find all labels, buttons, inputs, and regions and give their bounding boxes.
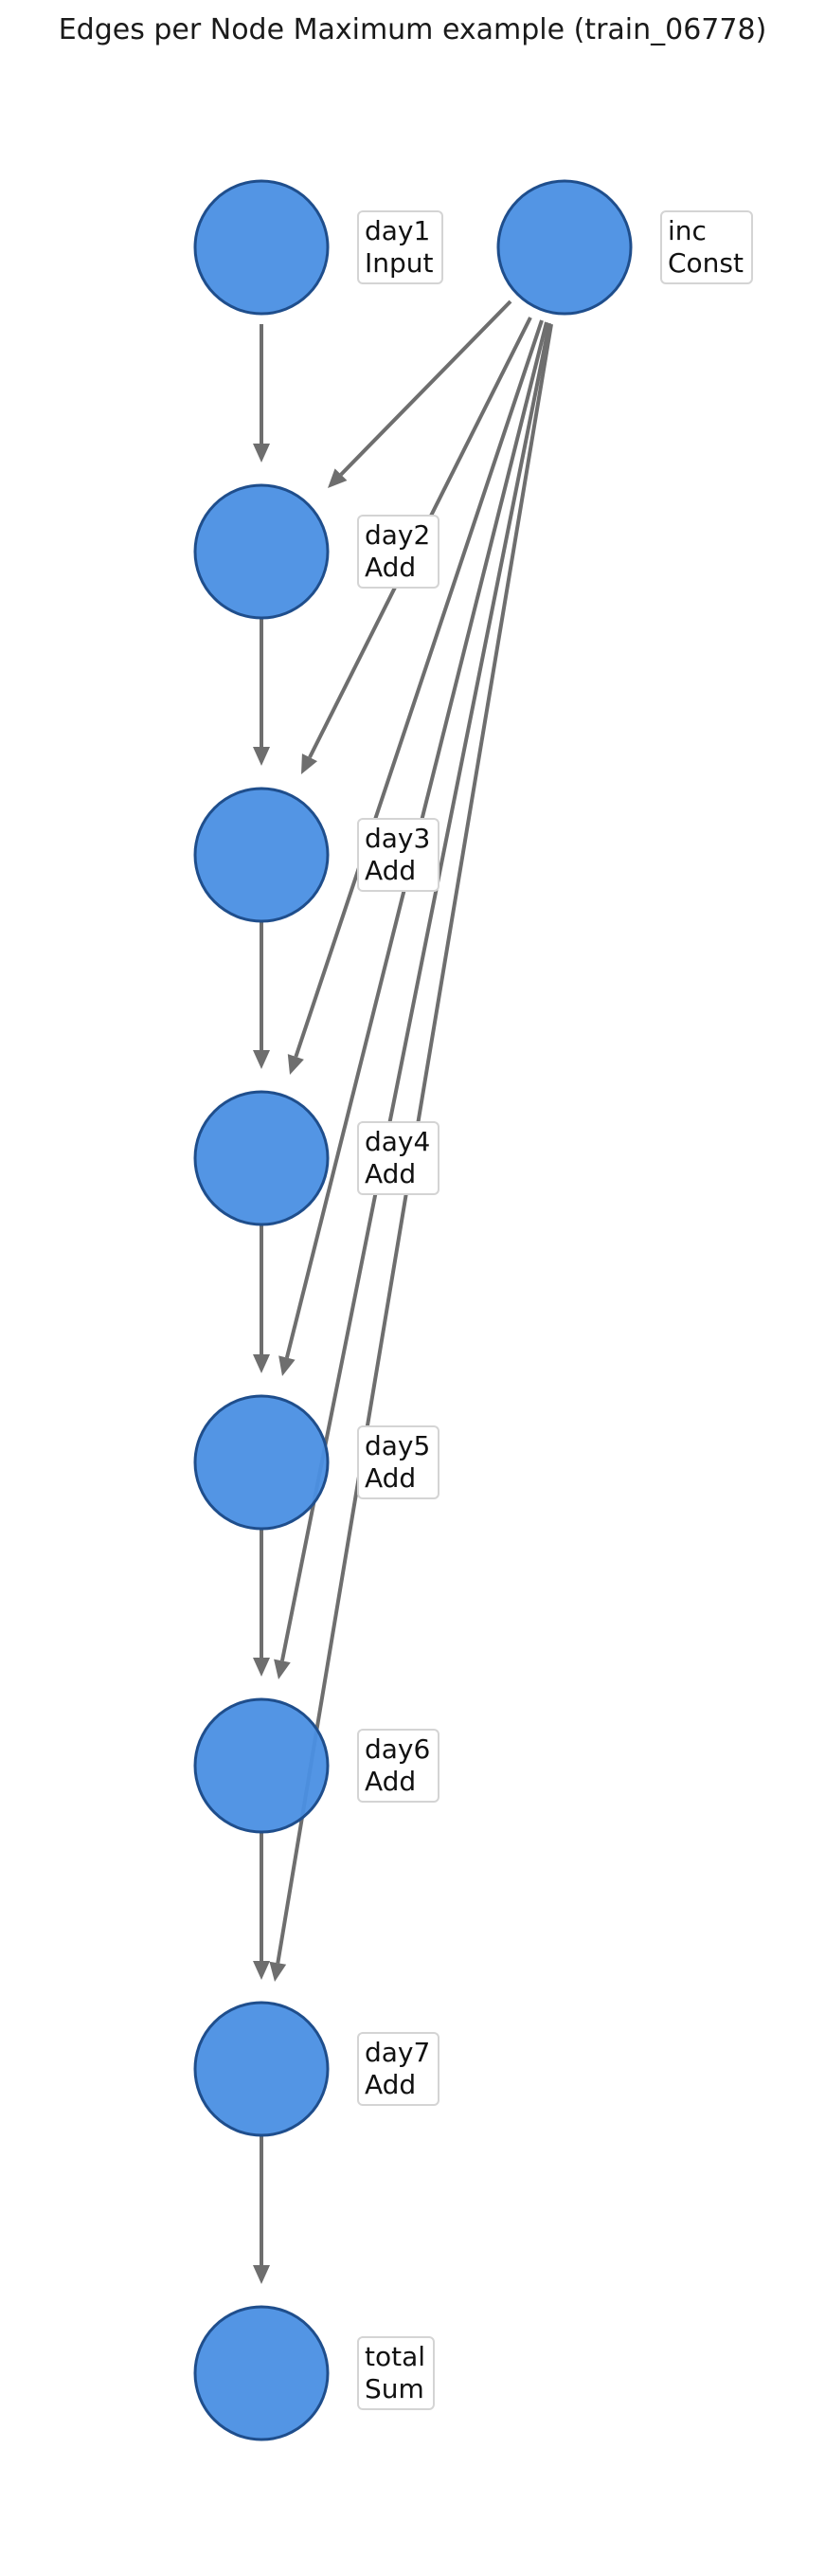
edge-arrowhead	[253, 1050, 270, 1069]
node-day4	[193, 1090, 330, 1226]
page-title: Edges per Node Maximum example (train_06…	[58, 13, 767, 46]
node-name: day7	[365, 2037, 431, 2068]
edge-inc-day6	[274, 322, 551, 1679]
edge-arrowhead	[301, 753, 318, 774]
edge-day5-day6	[253, 1529, 270, 1677]
node-day3	[193, 787, 330, 923]
node-name: day5	[365, 1430, 431, 1461]
edge-day4-day5	[253, 1225, 270, 1373]
edge-arrowhead	[269, 1961, 287, 1982]
edge-day7-total	[253, 2135, 270, 2284]
node-day2	[193, 483, 330, 620]
node-name: inc	[668, 215, 707, 246]
node-type: Add	[365, 1158, 417, 1189]
node-type: Add	[365, 855, 417, 886]
node-name: day4	[365, 1126, 431, 1157]
node-name: day1	[365, 215, 431, 246]
node-name: day3	[365, 823, 431, 854]
edge-day6-day7	[253, 1832, 270, 1980]
node-name: day2	[365, 519, 431, 551]
node-total	[193, 2305, 330, 2441]
edge-arrowhead	[274, 1659, 291, 1679]
edge-day1-day2	[253, 324, 270, 463]
edge-inc-day2	[328, 299, 512, 488]
edge-arrowhead	[287, 1054, 304, 1075]
node-name: day6	[365, 1733, 431, 1765]
edge-arrowhead	[253, 444, 270, 463]
node-type: Add	[365, 1766, 417, 1797]
node-day1	[193, 179, 330, 316]
node-name: total	[365, 2341, 426, 2372]
node-type: Sum	[365, 2373, 424, 2404]
node-day6	[193, 1697, 330, 1834]
edge-line	[294, 319, 544, 1058]
node-type: Add	[365, 2069, 417, 2100]
edge-arrowhead	[328, 468, 348, 488]
node-type: Input	[365, 247, 434, 279]
edge-arrowhead	[253, 2265, 270, 2284]
edge-arrowhead	[253, 747, 270, 766]
edge-arrowhead	[278, 1355, 296, 1376]
edge-arrowhead	[253, 1658, 270, 1677]
edge-line	[279, 322, 551, 1661]
edge-line	[339, 299, 512, 477]
edge-day3-day4	[253, 921, 270, 1069]
node-inc	[496, 179, 633, 316]
edge-day2-day3	[253, 618, 270, 766]
node-type: Add	[365, 552, 417, 583]
edges-layer	[253, 299, 553, 2284]
node-type: Add	[365, 1462, 417, 1494]
edge-arrowhead	[253, 1354, 270, 1373]
node-day7	[193, 2001, 330, 2137]
nodes-layer	[193, 179, 633, 2441]
node-day5	[193, 1394, 330, 1531]
edge-inc-day4	[287, 319, 544, 1075]
node-type: Const	[668, 247, 744, 279]
edge-arrowhead	[253, 1961, 270, 1980]
